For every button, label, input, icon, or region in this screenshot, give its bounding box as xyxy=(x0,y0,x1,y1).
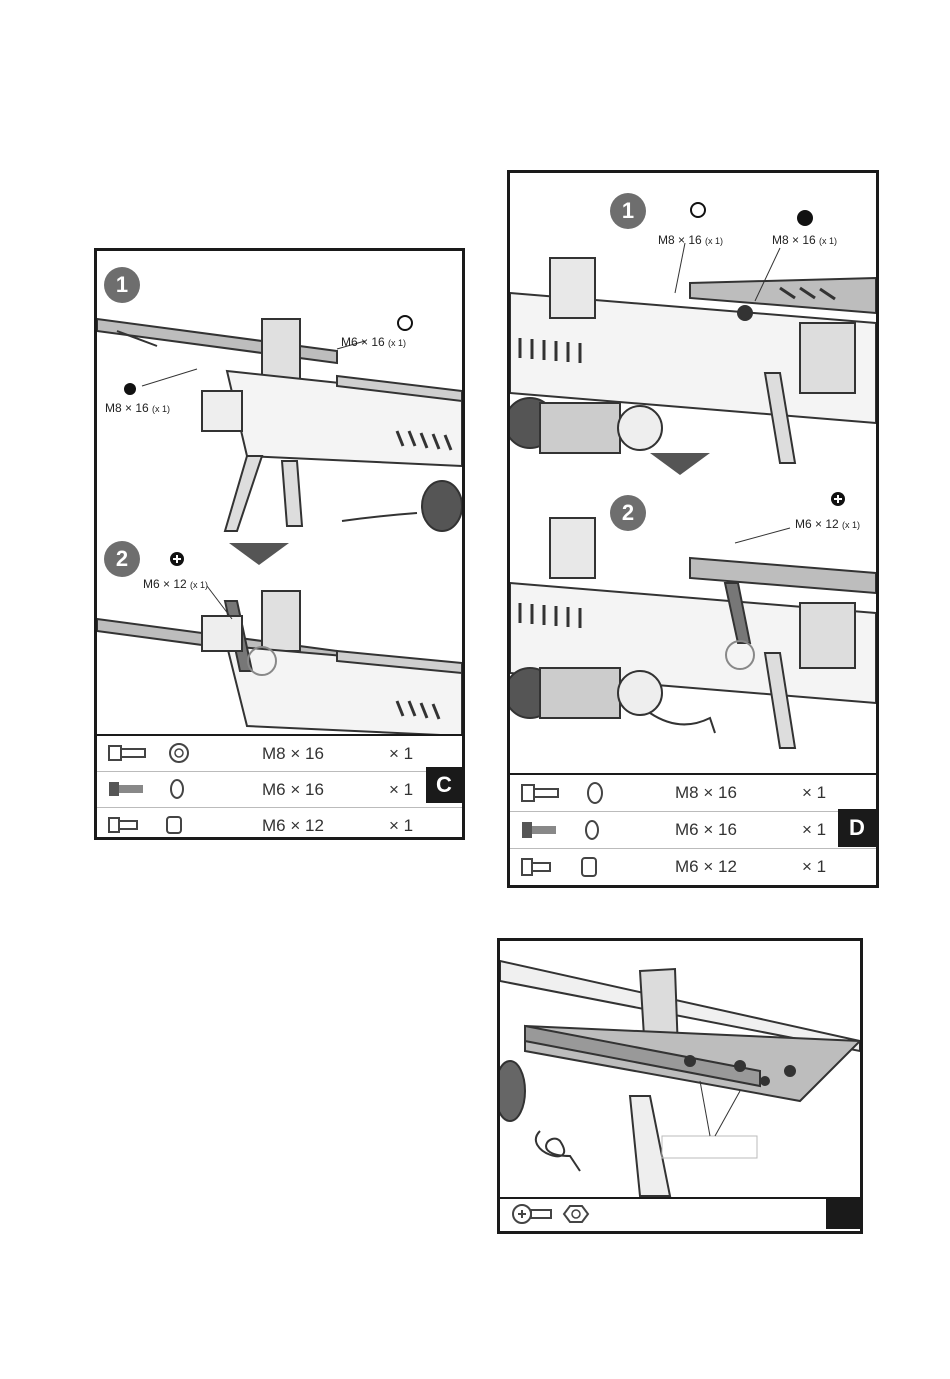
bolt-washer-icon xyxy=(107,740,197,766)
step-1-badge: 1 xyxy=(104,267,140,303)
screw-nut-icon xyxy=(510,1202,600,1226)
callout-size: M8 × 16 xyxy=(772,233,816,247)
part-count: × 1 xyxy=(802,783,826,803)
step-2-badge: 2 xyxy=(610,495,646,531)
assembly-panel-d: 1 M8 × 16 (x 1) M8 × 16 (x 1) 2 M6 × 12 … xyxy=(507,170,879,888)
callout-size: M6 × 16 xyxy=(341,335,385,349)
callout-m8x16: M8 × 16 (x 1) xyxy=(105,401,170,415)
panel-c-illustration xyxy=(97,251,462,739)
parts-row: M6 × 12 × 1 xyxy=(510,849,876,886)
callout-m8x16-washer: M8 × 16 (x 1) xyxy=(658,233,723,247)
parts-row: M8 × 16 × 1 xyxy=(510,775,876,812)
part-count: × 1 xyxy=(389,780,413,800)
step-1-badge: 1 xyxy=(610,193,646,229)
step-2-badge: 2 xyxy=(104,541,140,577)
callout-qty: (x 1) xyxy=(388,338,406,348)
callout-qty: (x 1) xyxy=(190,580,208,590)
parts-row: M6 × 12 × 1 xyxy=(97,808,462,840)
part-count: × 1 xyxy=(389,816,413,836)
assembly-panel-c: 1 M6 × 16 (x 1) M8 × 16 (x 1) 2 M6 × 12 … xyxy=(94,248,465,840)
bolt-washer-icon xyxy=(107,776,197,802)
part-size: M8 × 16 xyxy=(675,783,737,803)
callout-size: M6 × 12 xyxy=(795,517,839,531)
parts-row: M8 × 16 × 1 xyxy=(97,736,462,772)
callout-m6x16: M6 × 16 (x 1) xyxy=(341,335,406,349)
callout-m6x12: M6 × 12 (x 1) xyxy=(795,517,860,531)
bolt-nut-icon xyxy=(107,812,197,838)
parts-list xyxy=(500,1197,860,1231)
callout-qty: (x 1) xyxy=(705,236,723,246)
callout-size: M6 × 12 xyxy=(143,577,187,591)
assembly-panel-e xyxy=(497,938,863,1234)
bolt-nut-icon xyxy=(520,853,610,881)
panel-e-illustration xyxy=(500,941,860,1199)
callout-qty: (x 1) xyxy=(842,520,860,530)
part-count: × 1 xyxy=(802,820,826,840)
parts-list: M8 × 16 × 1 M6 × 16 × 1 M6 × 12 × 1 D xyxy=(510,773,876,885)
bolt-washer-icon xyxy=(520,816,610,844)
section-letter-c: C xyxy=(426,767,462,803)
bolt-washer-icon xyxy=(520,779,610,807)
parts-row: M6 × 16 × 1 xyxy=(510,812,876,849)
parts-row: M6 × 16 × 1 xyxy=(97,772,462,808)
part-size: M6 × 16 xyxy=(675,820,737,840)
callout-size: M8 × 16 xyxy=(105,401,149,415)
part-size: M8 × 16 xyxy=(262,744,324,764)
callout-size: M8 × 16 xyxy=(658,233,702,247)
part-size: M6 × 12 xyxy=(675,857,737,877)
parts-list: M8 × 16 × 1 M6 × 16 × 1 M6 × 12 × 1 C xyxy=(97,734,462,837)
callout-m6x12: M6 × 12 (x 1) xyxy=(143,577,208,591)
down-arrow-icon xyxy=(650,453,710,475)
callout-qty: (x 1) xyxy=(819,236,837,246)
part-count: × 1 xyxy=(802,857,826,877)
callout-m8x16-nut: M8 × 16 (x 1) xyxy=(772,233,837,247)
section-letter-d: D xyxy=(838,809,876,847)
callout-qty: (x 1) xyxy=(152,404,170,414)
section-letter-e xyxy=(826,1199,860,1229)
part-size: M6 × 12 xyxy=(262,816,324,836)
panel-d-illustration xyxy=(510,173,876,778)
down-arrow-icon xyxy=(229,543,289,565)
part-size: M6 × 16 xyxy=(262,780,324,800)
part-count: × 1 xyxy=(389,744,413,764)
